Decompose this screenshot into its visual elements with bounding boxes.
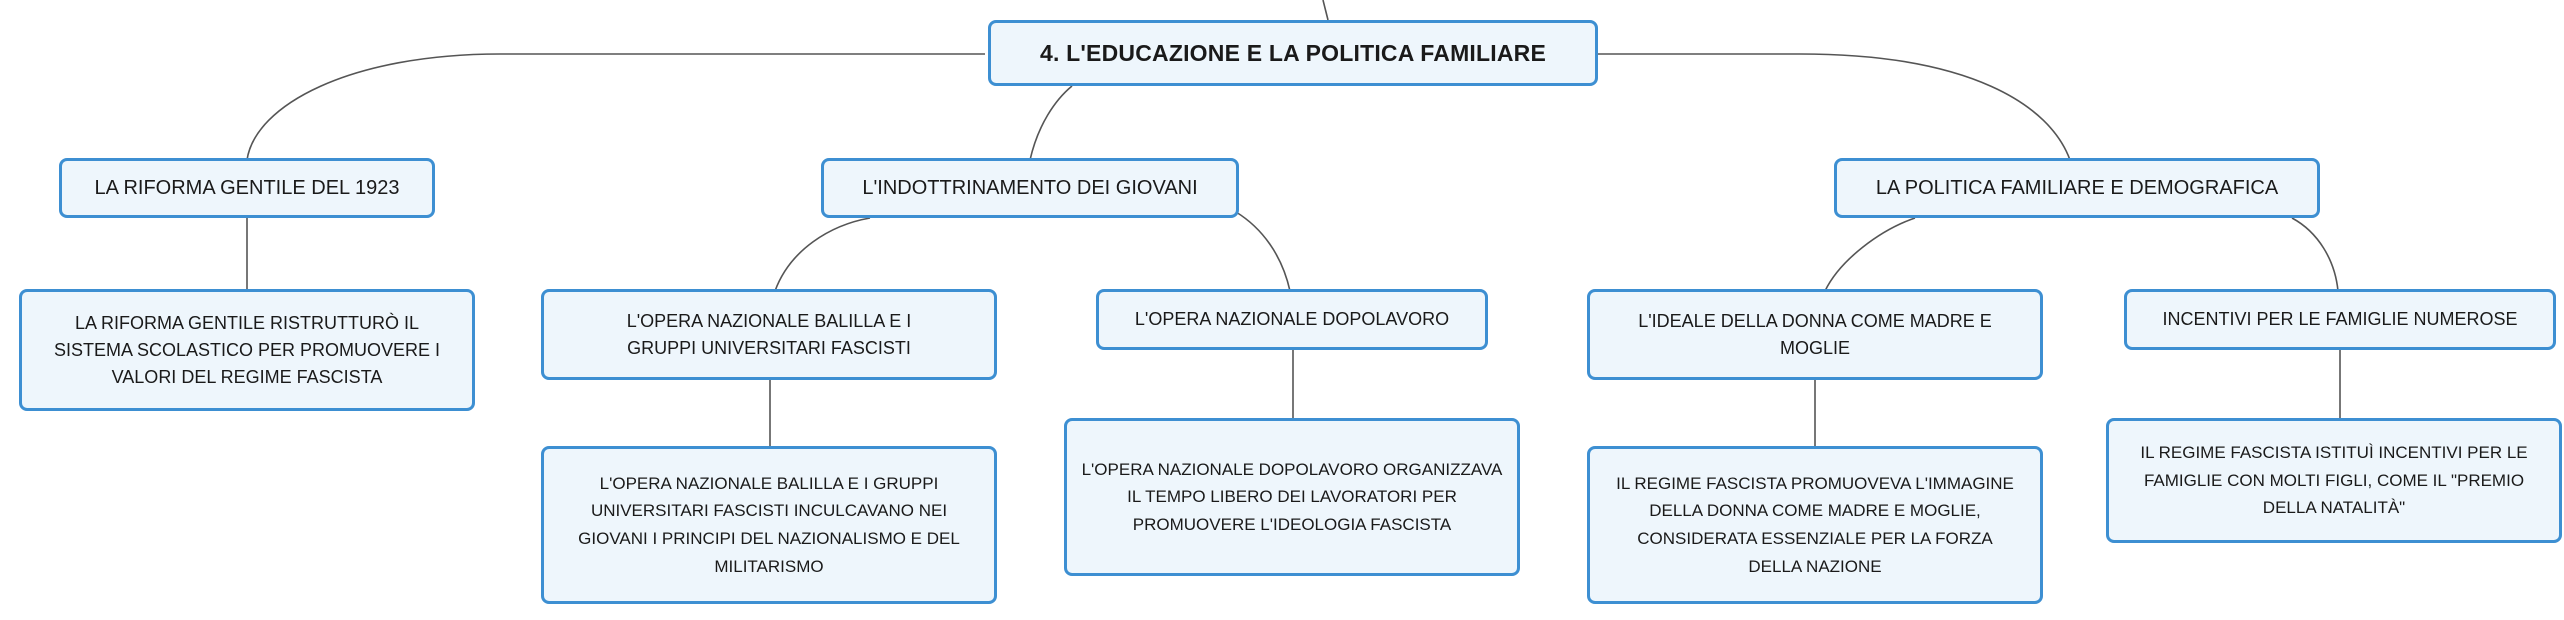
connector-root-indottrinamento xyxy=(1029,85,1073,161)
child-incentivi-label: INCENTIVI PER LE FAMIGLIE NUMEROSE xyxy=(2162,309,2518,329)
connector-root-politica xyxy=(1584,53,2071,161)
child-dopolavoro[interactable]: L'OPERA NAZIONALE DOPOLAVORO xyxy=(1096,289,1488,350)
child-ideale-donna[interactable]: L'IDEALE DELLA DONNA COME MADRE E MOGLIE xyxy=(1587,289,2043,380)
branch-riforma-gentile-label: LA RIFORMA GENTILE DEL 1923 xyxy=(94,176,400,199)
detail-incentivi[interactable]: IL REGIME FASCISTA ISTITUÌ INCENTIVI PER… xyxy=(2106,418,2562,543)
child-incentivi[interactable]: INCENTIVI PER LE FAMIGLIE NUMEROSE xyxy=(2124,289,2556,350)
detail-ideale-donna[interactable]: IL REGIME FASCISTA PROMUOVEVA L'IMMAGINE… xyxy=(1587,446,2043,604)
branch-riforma-gentile[interactable]: LA RIFORMA GENTILE DEL 1923 xyxy=(59,158,435,218)
child-balilla[interactable]: L'OPERA NAZIONALE BALILLA E I GRUPPI UNI… xyxy=(541,289,997,380)
detail-balilla[interactable]: L'OPERA NAZIONALE BALILLA E I GRUPPI UNI… xyxy=(541,446,997,604)
detail-riforma-gentile[interactable]: LA RIFORMA GENTILE RISTRUTTURÒ IL SISTEM… xyxy=(19,289,475,411)
connector-indottrinamento-balilla xyxy=(774,217,871,292)
connector-root-gentile xyxy=(246,53,985,161)
connector-politica-donna xyxy=(1824,217,1916,292)
detail-dopolavoro[interactable]: L'OPERA NAZIONALE DOPOLAVORO ORGANIZZAVA… xyxy=(1064,418,1520,576)
branch-politica-familiare[interactable]: LA POLITICA FAMILIARE E DEMOGRAFICA xyxy=(1834,158,2320,218)
child-ideale-donna-label: L'IDEALE DELLA DONNA COME MADRE E MOGLIE xyxy=(1638,310,1992,358)
detail-ideale-donna-text: IL REGIME FASCISTA PROMUOVEVA L'IMMAGINE… xyxy=(1616,473,2014,576)
child-balilla-label: L'OPERA NAZIONALE BALILLA E I GRUPPI UNI… xyxy=(626,310,912,358)
connector-top xyxy=(1322,0,1329,21)
detail-riforma-gentile-text: LA RIFORMA GENTILE RISTRUTTURÒ IL SISTEM… xyxy=(53,312,441,387)
branch-indottrinamento[interactable]: L'INDOTTRINAMENTO DEI GIOVANI xyxy=(821,158,1239,218)
detail-balilla-text: L'OPERA NAZIONALE BALILLA E I GRUPPI UNI… xyxy=(578,473,960,576)
child-dopolavoro-label: L'OPERA NAZIONALE DOPOLAVORO xyxy=(1134,309,1450,329)
connector-politica-incentivi xyxy=(2291,217,2339,292)
branch-politica-familiare-label: LA POLITICA FAMILIARE E DEMOGRAFICA xyxy=(1875,176,2279,199)
detail-dopolavoro-text: L'OPERA NAZIONALE DOPOLAVORO ORGANIZZAVA… xyxy=(1081,459,1503,534)
root-node[interactable]: 4. L'EDUCAZIONE E LA POLITICA FAMILIARE xyxy=(988,20,1598,86)
connector-indottrinamento-dopolavoro xyxy=(1235,211,1291,292)
branch-indottrinamento-label: L'INDOTTRINAMENTO DEI GIOVANI xyxy=(862,176,1198,199)
root-label: 4. L'EDUCAZIONE E LA POLITICA FAMILIARE xyxy=(1039,39,1547,66)
detail-incentivi-text: IL REGIME FASCISTA ISTITUÌ INCENTIVI PER… xyxy=(2140,443,2528,518)
